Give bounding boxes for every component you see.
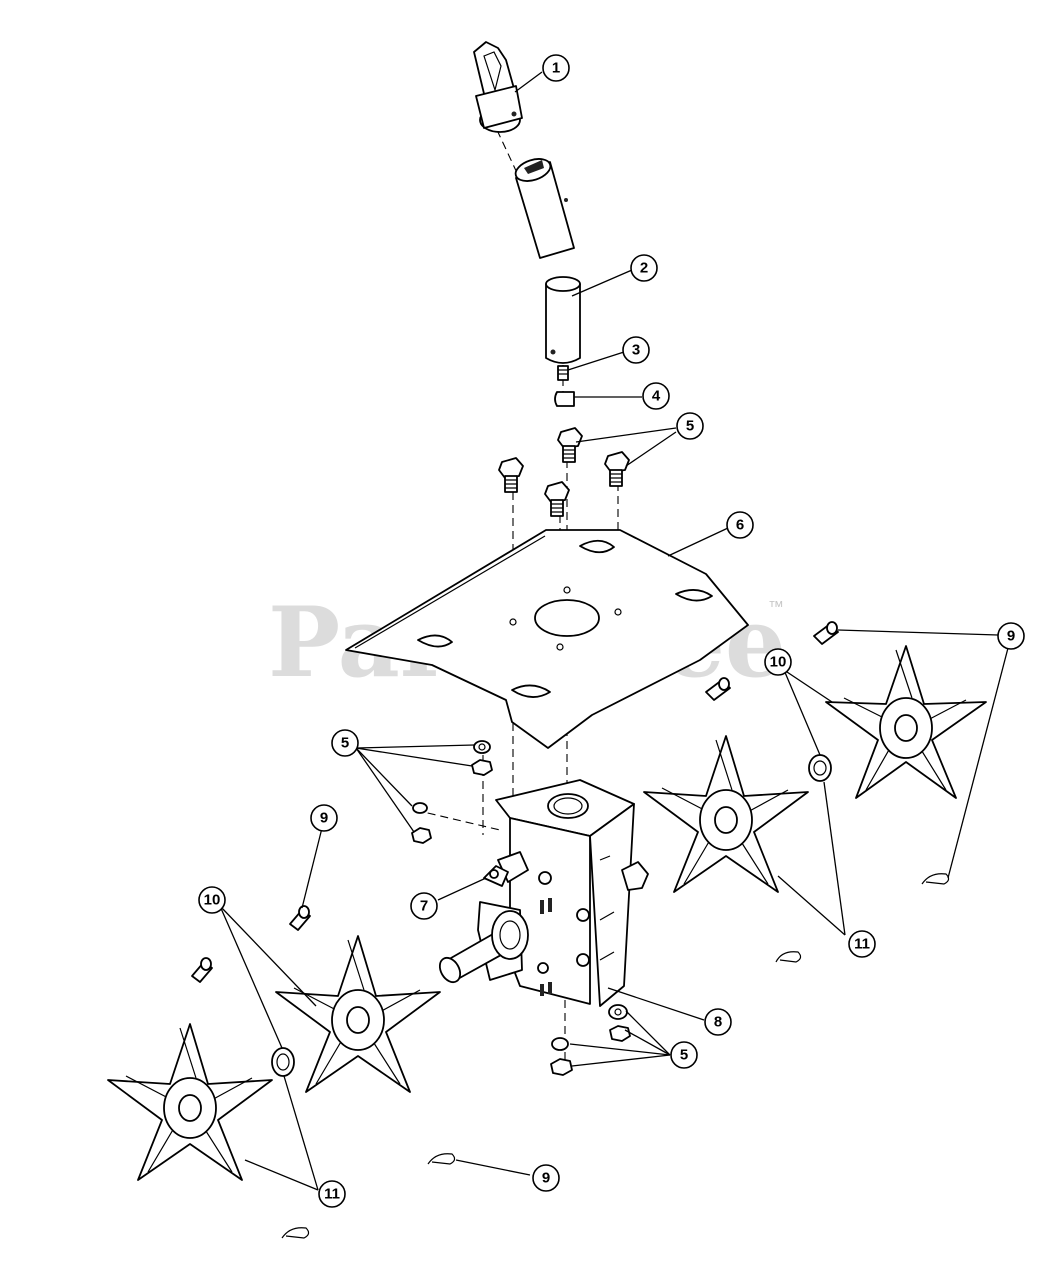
callout-10-left: 10 xyxy=(198,886,226,914)
callout-11-left: 11 xyxy=(318,1180,346,1208)
transmission xyxy=(438,779,649,1007)
svg-text:10: 10 xyxy=(770,654,787,671)
svg-text:10: 10 xyxy=(204,892,221,909)
svg-text:8: 8 xyxy=(714,1014,722,1031)
callout-2: 2 xyxy=(630,254,658,282)
svg-text:6: 6 xyxy=(736,517,744,534)
callout-3: 3 xyxy=(622,336,650,364)
fitting xyxy=(483,865,509,887)
svg-text:3: 3 xyxy=(632,342,640,359)
watermark-trademark: ™ xyxy=(768,599,784,616)
tine-set-middle-right xyxy=(643,735,809,893)
nuts-washers-lower xyxy=(550,1004,631,1076)
callout-11-right: 11 xyxy=(848,930,876,958)
handle-upper-tube xyxy=(514,158,575,259)
callout-4: 4 xyxy=(642,382,670,410)
handle-lower-tube xyxy=(545,276,581,364)
svg-text:5: 5 xyxy=(341,735,349,752)
tine-shield xyxy=(345,529,749,749)
hairpin-clips xyxy=(281,873,950,1239)
spacer-washers xyxy=(271,754,832,1077)
callout-5-left: 5 xyxy=(331,729,359,757)
svg-text:9: 9 xyxy=(542,1170,550,1187)
bolt xyxy=(498,457,524,493)
svg-text:11: 11 xyxy=(854,936,870,953)
callout-7: 7 xyxy=(410,892,438,920)
clevis-pins xyxy=(191,621,839,983)
svg-text:9: 9 xyxy=(1007,628,1015,645)
callout-5-top: 5 xyxy=(676,412,704,440)
callout-8: 8 xyxy=(704,1008,732,1036)
bolt xyxy=(544,481,570,517)
bolt xyxy=(604,451,630,487)
nuts-washers-upper xyxy=(411,740,493,844)
callout-10-right: 10 xyxy=(764,648,792,676)
bolt xyxy=(557,427,583,463)
svg-text:9: 9 xyxy=(320,810,328,827)
tine-set-lower-left xyxy=(107,1023,273,1181)
set-screw xyxy=(557,365,569,381)
handle-clevis xyxy=(473,41,523,133)
svg-text:5: 5 xyxy=(680,1047,688,1064)
tine-set-upper-right xyxy=(825,645,987,799)
bolts-top xyxy=(498,427,630,517)
svg-text:4: 4 xyxy=(652,388,661,405)
svg-text:5: 5 xyxy=(686,418,694,435)
callout-1: 1 xyxy=(542,54,570,82)
callout-9-right: 9 xyxy=(997,622,1025,650)
callout-5-bottom: 5 xyxy=(670,1041,698,1069)
svg-text:11: 11 xyxy=(324,1186,340,1203)
callout-6: 6 xyxy=(726,511,754,539)
callout-9-bottom: 9 xyxy=(532,1164,560,1192)
tine-set-middle-left xyxy=(275,935,441,1093)
svg-text:2: 2 xyxy=(640,260,648,277)
leader-lines xyxy=(219,71,1009,1191)
clip xyxy=(554,391,575,407)
callout-9-left: 9 xyxy=(310,804,338,832)
svg-text:7: 7 xyxy=(420,898,428,915)
svg-text:1: 1 xyxy=(552,60,560,77)
